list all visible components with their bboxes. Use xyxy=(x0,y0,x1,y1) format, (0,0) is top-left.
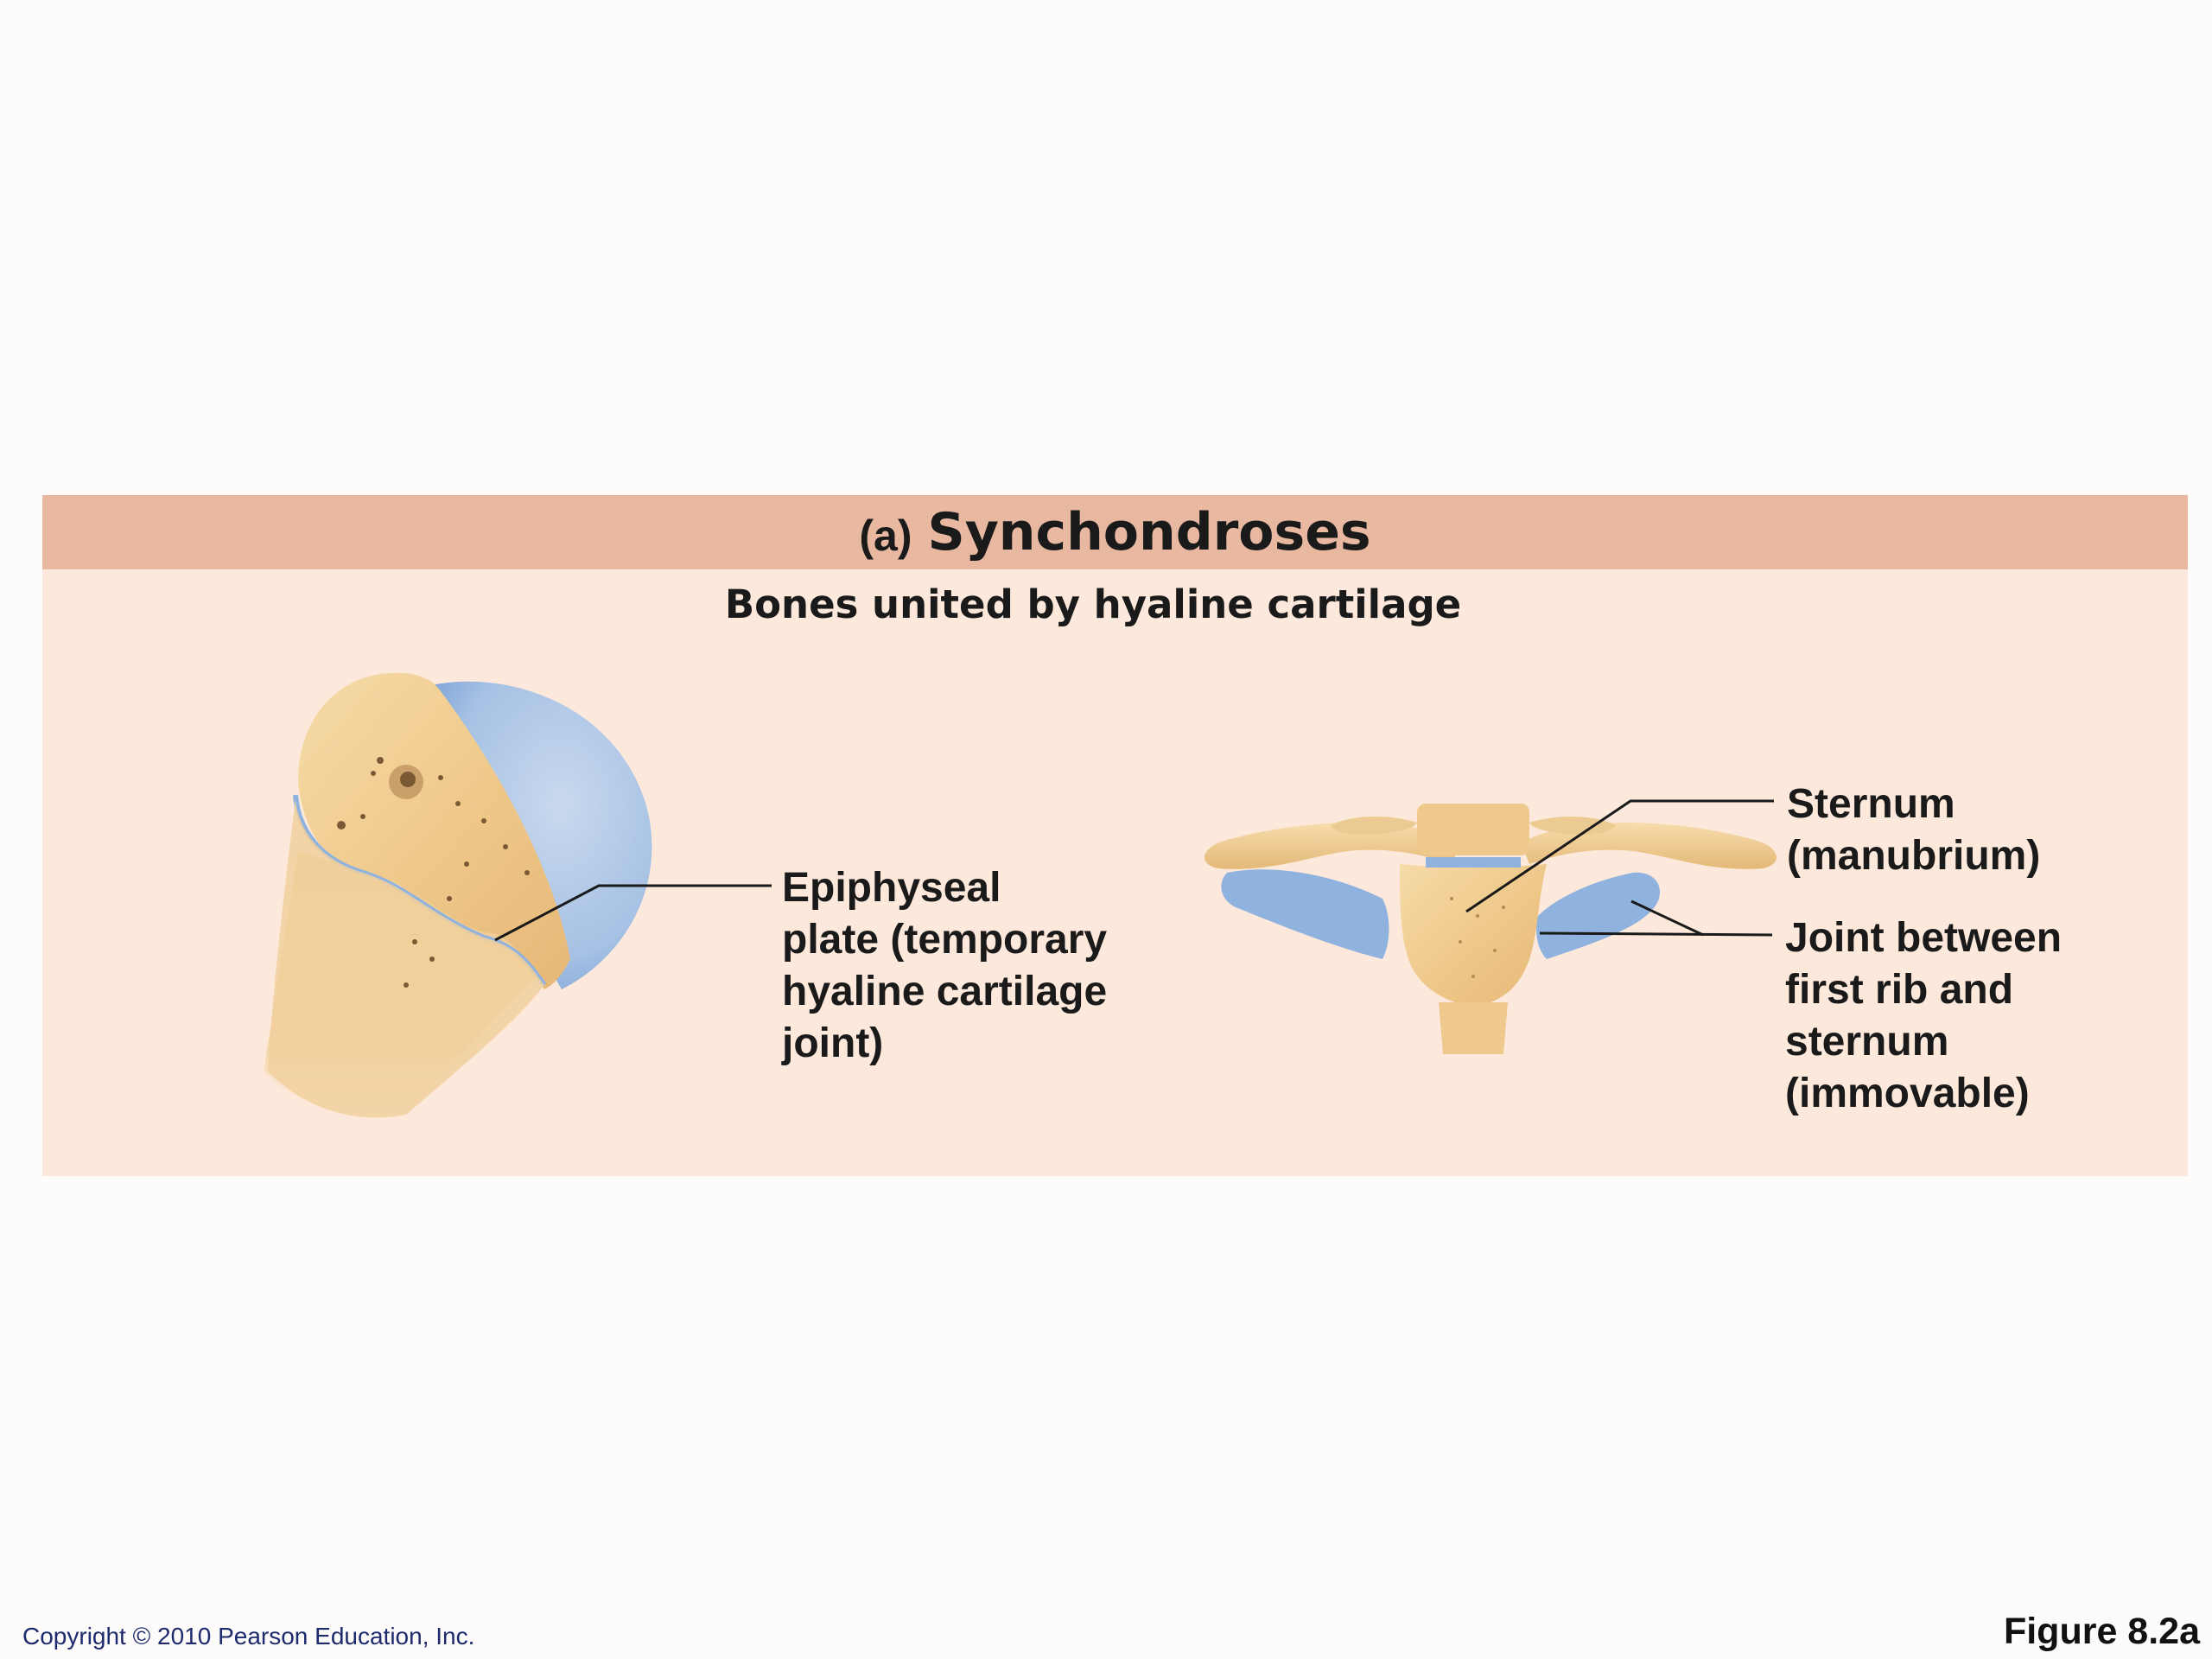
sternal-notch-cap xyxy=(1417,804,1529,855)
figure-number: Figure 8.2a xyxy=(2003,1611,2200,1652)
clavicle-right xyxy=(1529,816,1616,836)
section-subtitle: Bones united by hyaline cartilage xyxy=(724,582,1462,627)
humerus-lower xyxy=(268,799,544,1118)
copyright-notice: Copyright © 2010 Pearson Education, Inc. xyxy=(22,1623,475,1649)
sternum-leader-line xyxy=(1465,799,1774,913)
section-title: Synchondroses xyxy=(927,502,1371,563)
left-first-rib xyxy=(1204,823,1460,869)
humerus-epiphysis xyxy=(298,672,570,989)
left-costal-cartilage xyxy=(1221,869,1389,959)
section-banner: (a) Synchondroses xyxy=(42,495,2188,569)
sternum-label: Sternum (manubrium) xyxy=(1787,781,2041,879)
humerus-head-illustration xyxy=(264,672,652,1118)
rib-sternum-joint-label: Joint between first rib and sternum (imm… xyxy=(1785,915,2063,1116)
sternal-synchondrosis xyxy=(1426,857,1521,868)
sternum-illustration xyxy=(1204,804,1777,1054)
epiphyseal-leader-line xyxy=(494,884,772,942)
leader-lines xyxy=(494,799,1774,942)
joint-leader-line-upper xyxy=(1630,899,1704,937)
manubrium xyxy=(1400,864,1547,1007)
epiphyseal-plate-label: Epiphyseal plate (temporary hyaline cart… xyxy=(782,865,1108,1066)
right-costal-cartilage xyxy=(1536,872,1660,959)
clavicle-left xyxy=(1331,816,1417,836)
joint-leader-line xyxy=(1539,931,1773,937)
section-letter: (a) xyxy=(859,512,912,560)
sternal-body xyxy=(1439,1002,1508,1054)
